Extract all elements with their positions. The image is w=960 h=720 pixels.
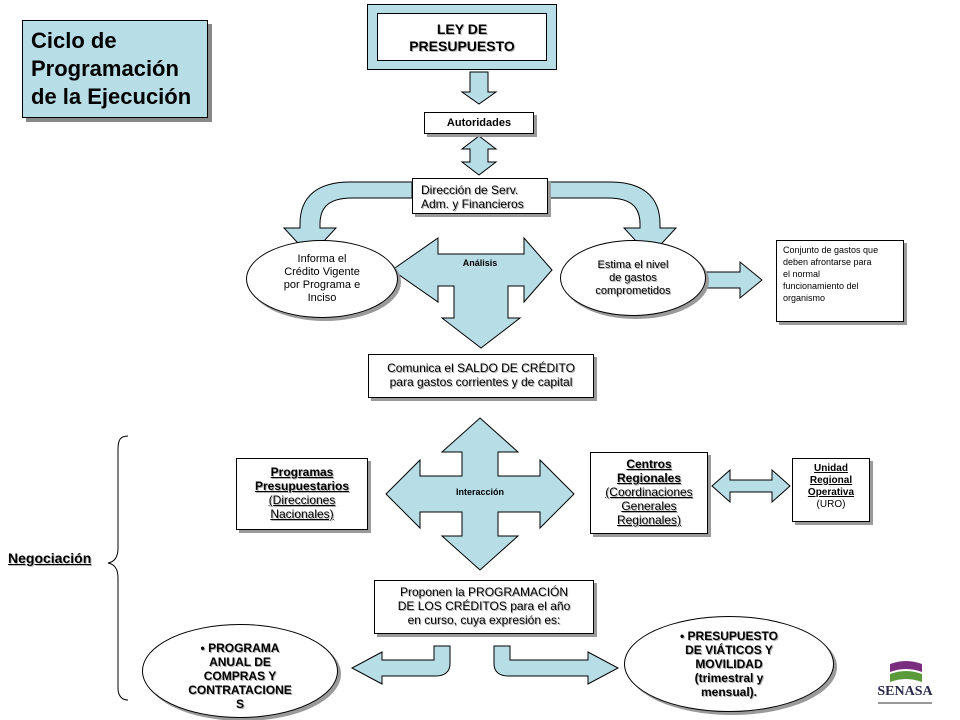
curved-arrow-left	[282, 181, 413, 257]
proponen-line-1: Proponen la PROGRAMACIÓN	[399, 585, 569, 599]
programa-anual-line-3: COMPRAS Y	[203, 669, 277, 683]
conjunto-line-1: Conjunto de gastos que	[783, 245, 879, 255]
proponen-box: Proponen la PROGRAMACIÓN DE LOS CRÉDITOS…	[374, 580, 594, 634]
unidad-line-4: (URO)	[816, 499, 846, 510]
arrow-bottom-right	[493, 645, 620, 685]
informa-line-2: Crédito Vigente	[284, 266, 360, 278]
unidad-box: Unidad Regional Operativa (URO)	[792, 458, 870, 522]
diagram-title: Ciclo de Programación de la Ejecución	[22, 20, 208, 118]
ley-line-1: LEY DE	[436, 21, 488, 37]
centros-line-4: Generales	[621, 499, 677, 513]
unidad-line-1: Unidad	[814, 463, 848, 474]
negociacion-brace	[107, 435, 129, 701]
senasa-logo: SENASA	[872, 658, 938, 710]
proponen-line-2: DE LOS CRÉDITOS para el año	[397, 599, 571, 613]
title-line-1: Ciclo de	[31, 28, 117, 53]
estima-line-2: de gastos	[609, 271, 657, 284]
viaticos-line-5: mensual).	[700, 685, 757, 699]
comunica-line-2: para gastos corrientes y de capital	[389, 375, 573, 389]
centros-line-1: Centros	[626, 457, 672, 471]
interaccion-label: Interacción	[455, 487, 504, 497]
autoridades-box: Autoridades	[424, 112, 534, 134]
programa-anual-line-1: • PROGRAMA	[200, 641, 280, 655]
arrow-bottom-left	[350, 645, 451, 685]
ley-presupuesto-frame: LEY DE PRESUPUESTO	[367, 4, 557, 70]
programas-line-3: (Direcciones	[268, 493, 336, 507]
centros-line-3: (Coordinaciones	[605, 485, 693, 499]
arrow-autoridades-direccion	[460, 135, 498, 176]
informa-ellipse: Informa el Crédito Vigente por Programa …	[246, 240, 398, 318]
informa-line-1: Informa el	[297, 253, 347, 265]
senasa-logo-text: SENASA	[877, 684, 933, 699]
unidad-line-2: Regional	[809, 475, 853, 486]
comunica-box: Comunica el SALDO DE CRÉDITO para gastos…	[368, 354, 594, 398]
ley-presupuesto-box: LEY DE PRESUPUESTO	[377, 13, 547, 61]
viaticos-line-4: (trimestral y	[694, 671, 764, 685]
programas-line-4: Nacionales)	[270, 507, 334, 521]
direccion-line-1: Dirección de Serv.	[421, 183, 519, 197]
arrow-centros-unidad	[711, 468, 791, 504]
viaticos-line-2: DE VIÁTICOS Y	[685, 643, 773, 657]
curved-arrow-right	[547, 181, 678, 257]
title-line-2: Programación	[31, 56, 179, 81]
estima-line-1: Estima el nivel	[597, 258, 669, 271]
interaccion-arrow-shape	[385, 417, 575, 571]
programa-anual-line-4: CONTRATACIONE	[188, 683, 292, 697]
conjunto-line-4: funcionamiento del	[783, 281, 859, 291]
programas-box: Programas Presupuestarios (Direcciones N…	[236, 458, 368, 530]
title-line-3: de la Ejecución	[31, 84, 192, 109]
comunica-line-1: Comunica el SALDO DE CRÉDITO	[387, 361, 575, 375]
programas-line-2: Presupuestarios	[254, 479, 350, 493]
autoridades-label: Autoridades	[446, 117, 512, 129]
senasa-logo-subline	[878, 702, 932, 704]
programa-anual-ellipse: • PROGRAMA ANUAL DE COMPRAS Y CONTRATACI…	[142, 624, 338, 718]
centros-line-2: Regionales	[616, 471, 682, 485]
centros-box: Centros Regionales (Coordinaciones Gener…	[590, 452, 708, 534]
informa-line-4: Inciso	[307, 292, 337, 304]
informa-line-3: por Programa e	[283, 279, 361, 291]
viaticos-line-3: MOVILIDAD	[695, 657, 763, 671]
proponen-line-3: en curso, cuya expresión es:	[407, 613, 561, 627]
estima-line-3: comprometidos	[595, 284, 671, 297]
viaticos-line-1: • PRESUPUESTO	[679, 629, 778, 643]
ley-line-2: PRESUPUESTO	[409, 38, 515, 54]
conjunto-line-2: deben afrontarse para	[783, 257, 872, 267]
presupuesto-viaticos-ellipse: • PRESUPUESTO DE VIÁTICOS Y MOVILIDAD (t…	[624, 616, 834, 712]
conjunto-note: Conjunto de gastos que deben afrontarse …	[776, 240, 904, 322]
programa-anual-line-5: S	[235, 697, 244, 711]
unidad-line-3: Operativa	[807, 487, 855, 498]
conjunto-line-5: organismo	[783, 293, 826, 303]
estima-ellipse: Estima el nivel de gastos comprometidos	[560, 240, 706, 316]
conjunto-line-3: el normal	[783, 269, 821, 279]
programas-line-1: Programas	[270, 465, 334, 479]
negociacion-label: Negociación	[8, 550, 92, 566]
analisis-arrow-shape	[391, 236, 553, 349]
senasa-logo-icon	[890, 661, 922, 682]
centros-line-5: Regionales)	[616, 513, 682, 527]
direccion-line-2: Adm. y Financieros	[421, 197, 524, 211]
programa-anual-line-2: ANUAL DE	[209, 655, 271, 669]
arrow-estima-to-conjunto	[704, 260, 763, 300]
direccion-box: Dirección de Serv. Adm. y Financieros	[412, 178, 548, 214]
analisis-label: Análisis	[462, 258, 498, 268]
arrow-ley-to-autoridades	[460, 71, 498, 105]
